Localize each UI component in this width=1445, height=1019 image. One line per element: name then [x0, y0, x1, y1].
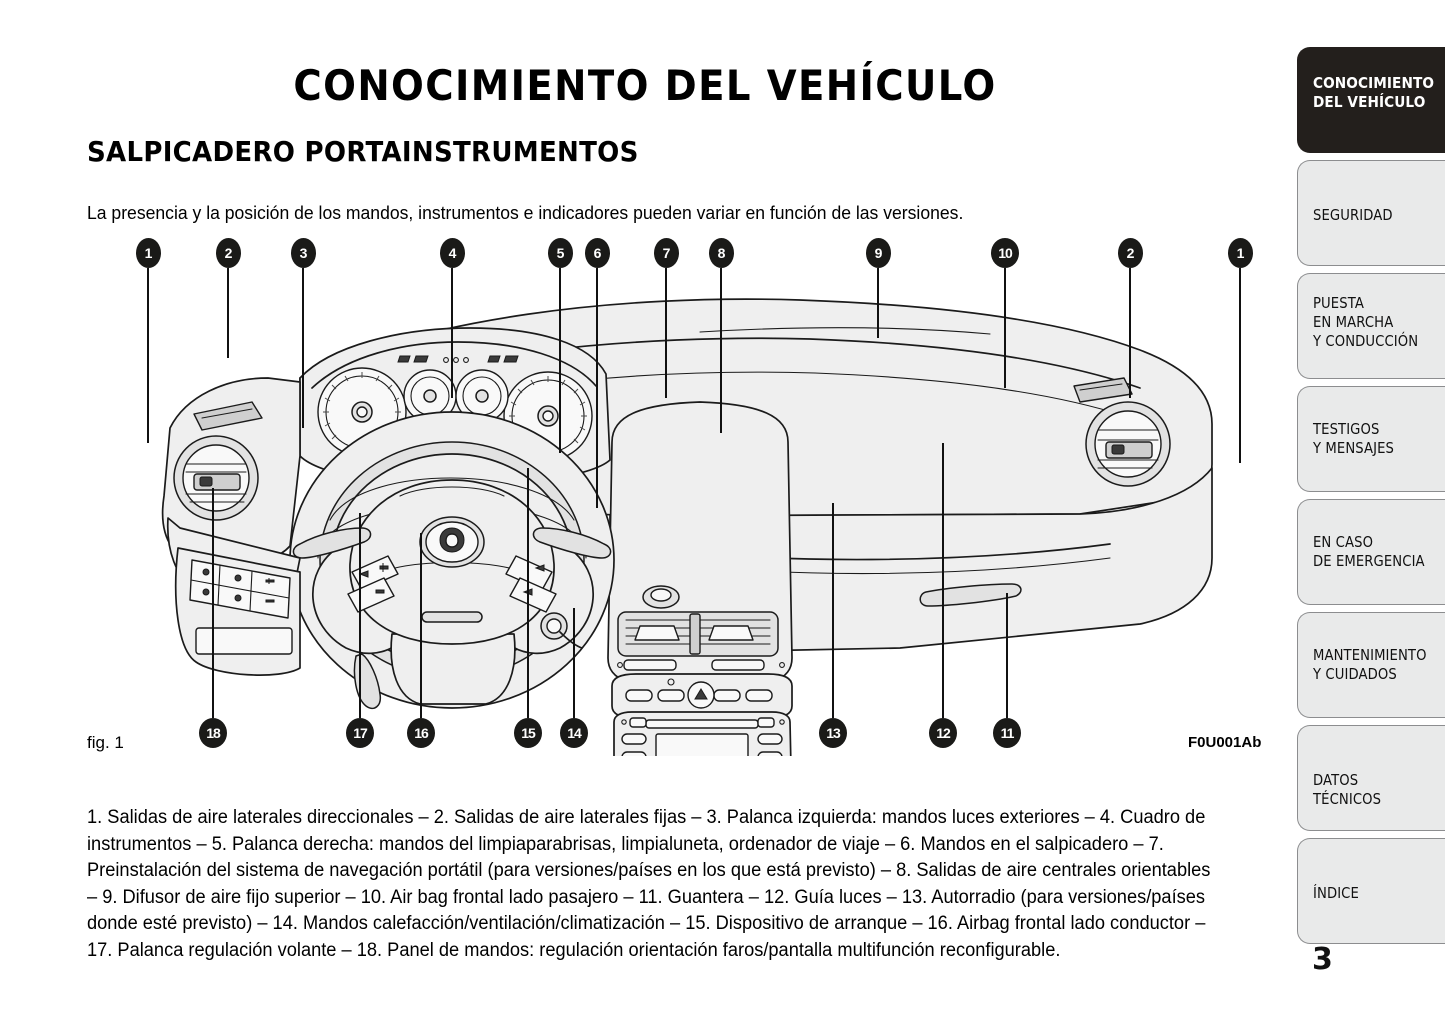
dashboard-illustration [161, 298, 1213, 756]
figure-marker-18: 18 [199, 718, 227, 748]
figure-label: fig. 1 [87, 733, 124, 752]
chapter-tabs-sidebar: CONOCIMIENTO DEL VEHÍCULO SEGURIDAD PUESTA… [1290, 0, 1445, 1019]
steering-wheel [289, 411, 615, 709]
figure-marker-5: 5 [548, 238, 573, 268]
sidebar-tab-label: SEGURIDAD [1313, 206, 1393, 224]
leader-line-15 [527, 468, 529, 718]
sidebar-tab-3[interactable]: TESTIGOS Y MENSAJES [1297, 386, 1445, 492]
sidebar-tab-label: PUESTA EN MARCHA Y CONDUCCIÓN [1313, 294, 1419, 350]
central-air-vents [617, 611, 785, 671]
abarth-badge [419, 516, 485, 568]
leader-line-2 [227, 268, 229, 358]
leader-line-6 [596, 268, 598, 508]
figure-marker-12: 12 [929, 718, 957, 748]
figure-marker-1: 1 [136, 238, 161, 268]
car-radio [613, 711, 792, 756]
sidebar-tab-4[interactable]: EN CASO DE EMERGENCIA [1297, 499, 1445, 605]
leader-line-1 [147, 268, 149, 443]
figure-marker-4: 4 [440, 238, 465, 268]
sidebar-tab-label: CONOCIMIENTO DEL VEHÍCULO [1313, 74, 1435, 111]
sidebar-tab-label: EN CASO DE EMERGENCIA [1313, 533, 1425, 570]
sidebar-tab-label: MANTENIMIENTO Y CUIDADOS [1313, 646, 1427, 683]
leader-line-5 [559, 268, 561, 453]
column-adjust-lever [353, 653, 382, 710]
figure-marker-1: 1 [1228, 238, 1253, 268]
figure-marker-17: 17 [346, 718, 374, 748]
dashboard-switch-bank [611, 673, 793, 719]
leader-line-18 [212, 488, 214, 718]
sidebar-tab-2[interactable]: PUESTA EN MARCHA Y CONDUCCIÓN [1297, 273, 1445, 379]
leader-line-14 [573, 608, 575, 718]
ignition-device [540, 612, 583, 649]
figure-marker-7: 7 [654, 238, 679, 268]
figure-marker-11: 11 [993, 718, 1021, 748]
figure-marker-16: 16 [407, 718, 435, 748]
leader-line-8 [720, 268, 722, 433]
sidebar-tab-label: TESTIGOS Y MENSAJES [1313, 420, 1395, 457]
sidebar-tab-label: ÍNDICE [1313, 884, 1359, 902]
figure-marker-2: 2 [1118, 238, 1143, 268]
figure-marker-10: 10 [991, 238, 1019, 268]
right-fixed-vent [1073, 377, 1133, 403]
leader-line-12 [942, 443, 944, 718]
figure-marker-3: 3 [291, 238, 316, 268]
sidebar-tab-6[interactable]: DATOS TÉCNICOS [1297, 725, 1445, 831]
figure-marker-9: 9 [866, 238, 891, 268]
leader-line-9 [877, 268, 879, 338]
figure-marker-2: 2 [216, 238, 241, 268]
right-stalk [532, 527, 612, 559]
section-title: SALPICADERO PORTAINSTRUMENTOS [87, 135, 639, 169]
intro-paragraph: La presencia y la posición de los mandos… [87, 201, 964, 223]
sidebar-tab-1[interactable]: SEGURIDAD [1297, 160, 1445, 266]
page-title: CONOCIMIENTO DEL VEHÍCULO [293, 61, 997, 111]
leader-line-16 [420, 533, 422, 718]
right-side-vent [1085, 401, 1171, 487]
sidebar-tab-7[interactable]: ÍNDICE [1297, 838, 1445, 944]
leader-line-4 [451, 268, 453, 398]
headlight-adjust-panel [189, 559, 291, 619]
sidebar-tab-label: DATOS TÉCNICOS [1313, 771, 1382, 808]
sidebar-tab-0[interactable]: CONOCIMIENTO DEL VEHÍCULO [1297, 47, 1445, 153]
figure-code: F0U001Ab [1188, 734, 1262, 751]
figure-marker-14: 14 [560, 718, 588, 748]
left-side-vent [173, 435, 259, 521]
leader-line-17 [359, 513, 361, 718]
wheel-buttons-right [505, 555, 557, 613]
leader-line-13 [832, 503, 834, 718]
sidebar-tab-5[interactable]: MANTENIMIENTO Y CUIDADOS [1297, 612, 1445, 718]
figure-marker-8: 8 [709, 238, 734, 268]
leader-line-7 [665, 268, 667, 398]
center-console [607, 401, 793, 691]
leader-line-10 [1004, 268, 1006, 388]
page-content: CONOCIMIENTO DEL VEHÍCULO SALPICADERO PO… [0, 61, 1290, 961]
leader-line-2 [1129, 268, 1131, 398]
leader-line-11 [1006, 593, 1008, 718]
left-fixed-vent [193, 401, 263, 431]
figure-marker-6: 6 [585, 238, 610, 268]
figure-marker-15: 15 [514, 718, 542, 748]
leader-line-3 [302, 268, 304, 428]
leader-line-1 [1239, 268, 1241, 463]
page-number: 3 [1312, 942, 1333, 977]
figure-marker-13: 13 [819, 718, 847, 748]
figure-caption: 1. Salidas de aire laterales direccional… [87, 807, 1211, 961]
